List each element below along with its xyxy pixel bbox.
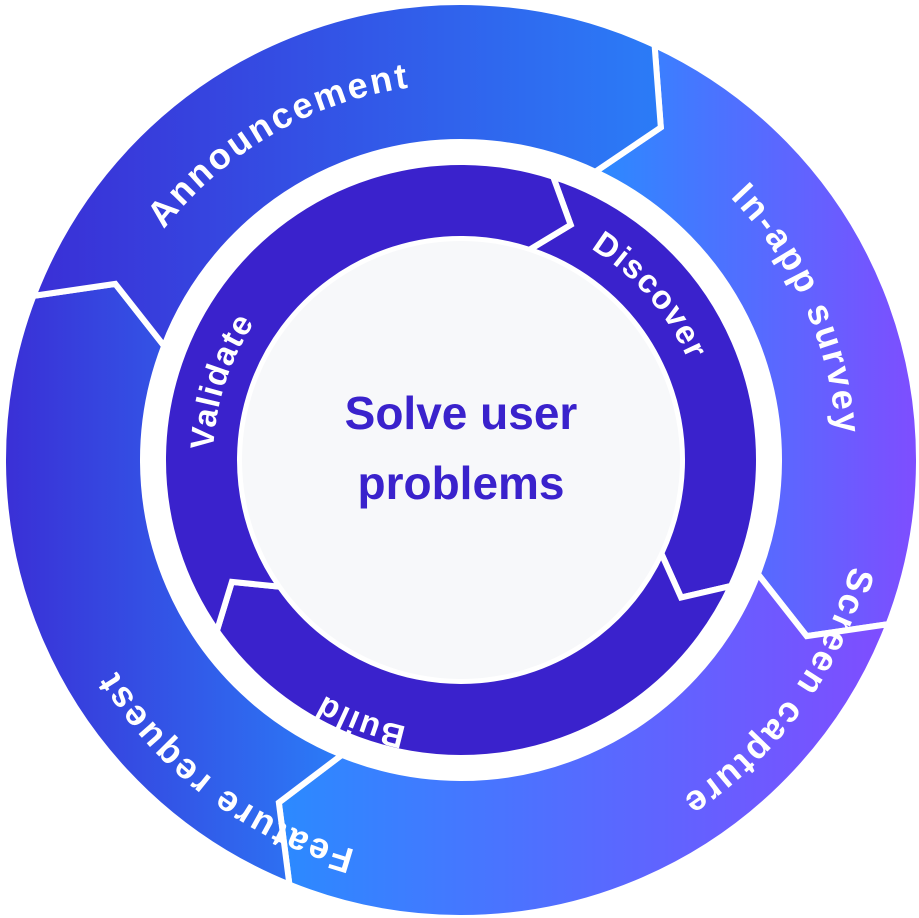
outer-segment-feature-request — [275, 567, 894, 918]
outer-segment-announcement — [28, 0, 664, 353]
inner-segment-validate — [160, 159, 575, 638]
center-title-line-2: problems — [357, 457, 564, 509]
center-circle — [242, 241, 680, 679]
center-title-line-1: Solve user — [345, 387, 578, 439]
